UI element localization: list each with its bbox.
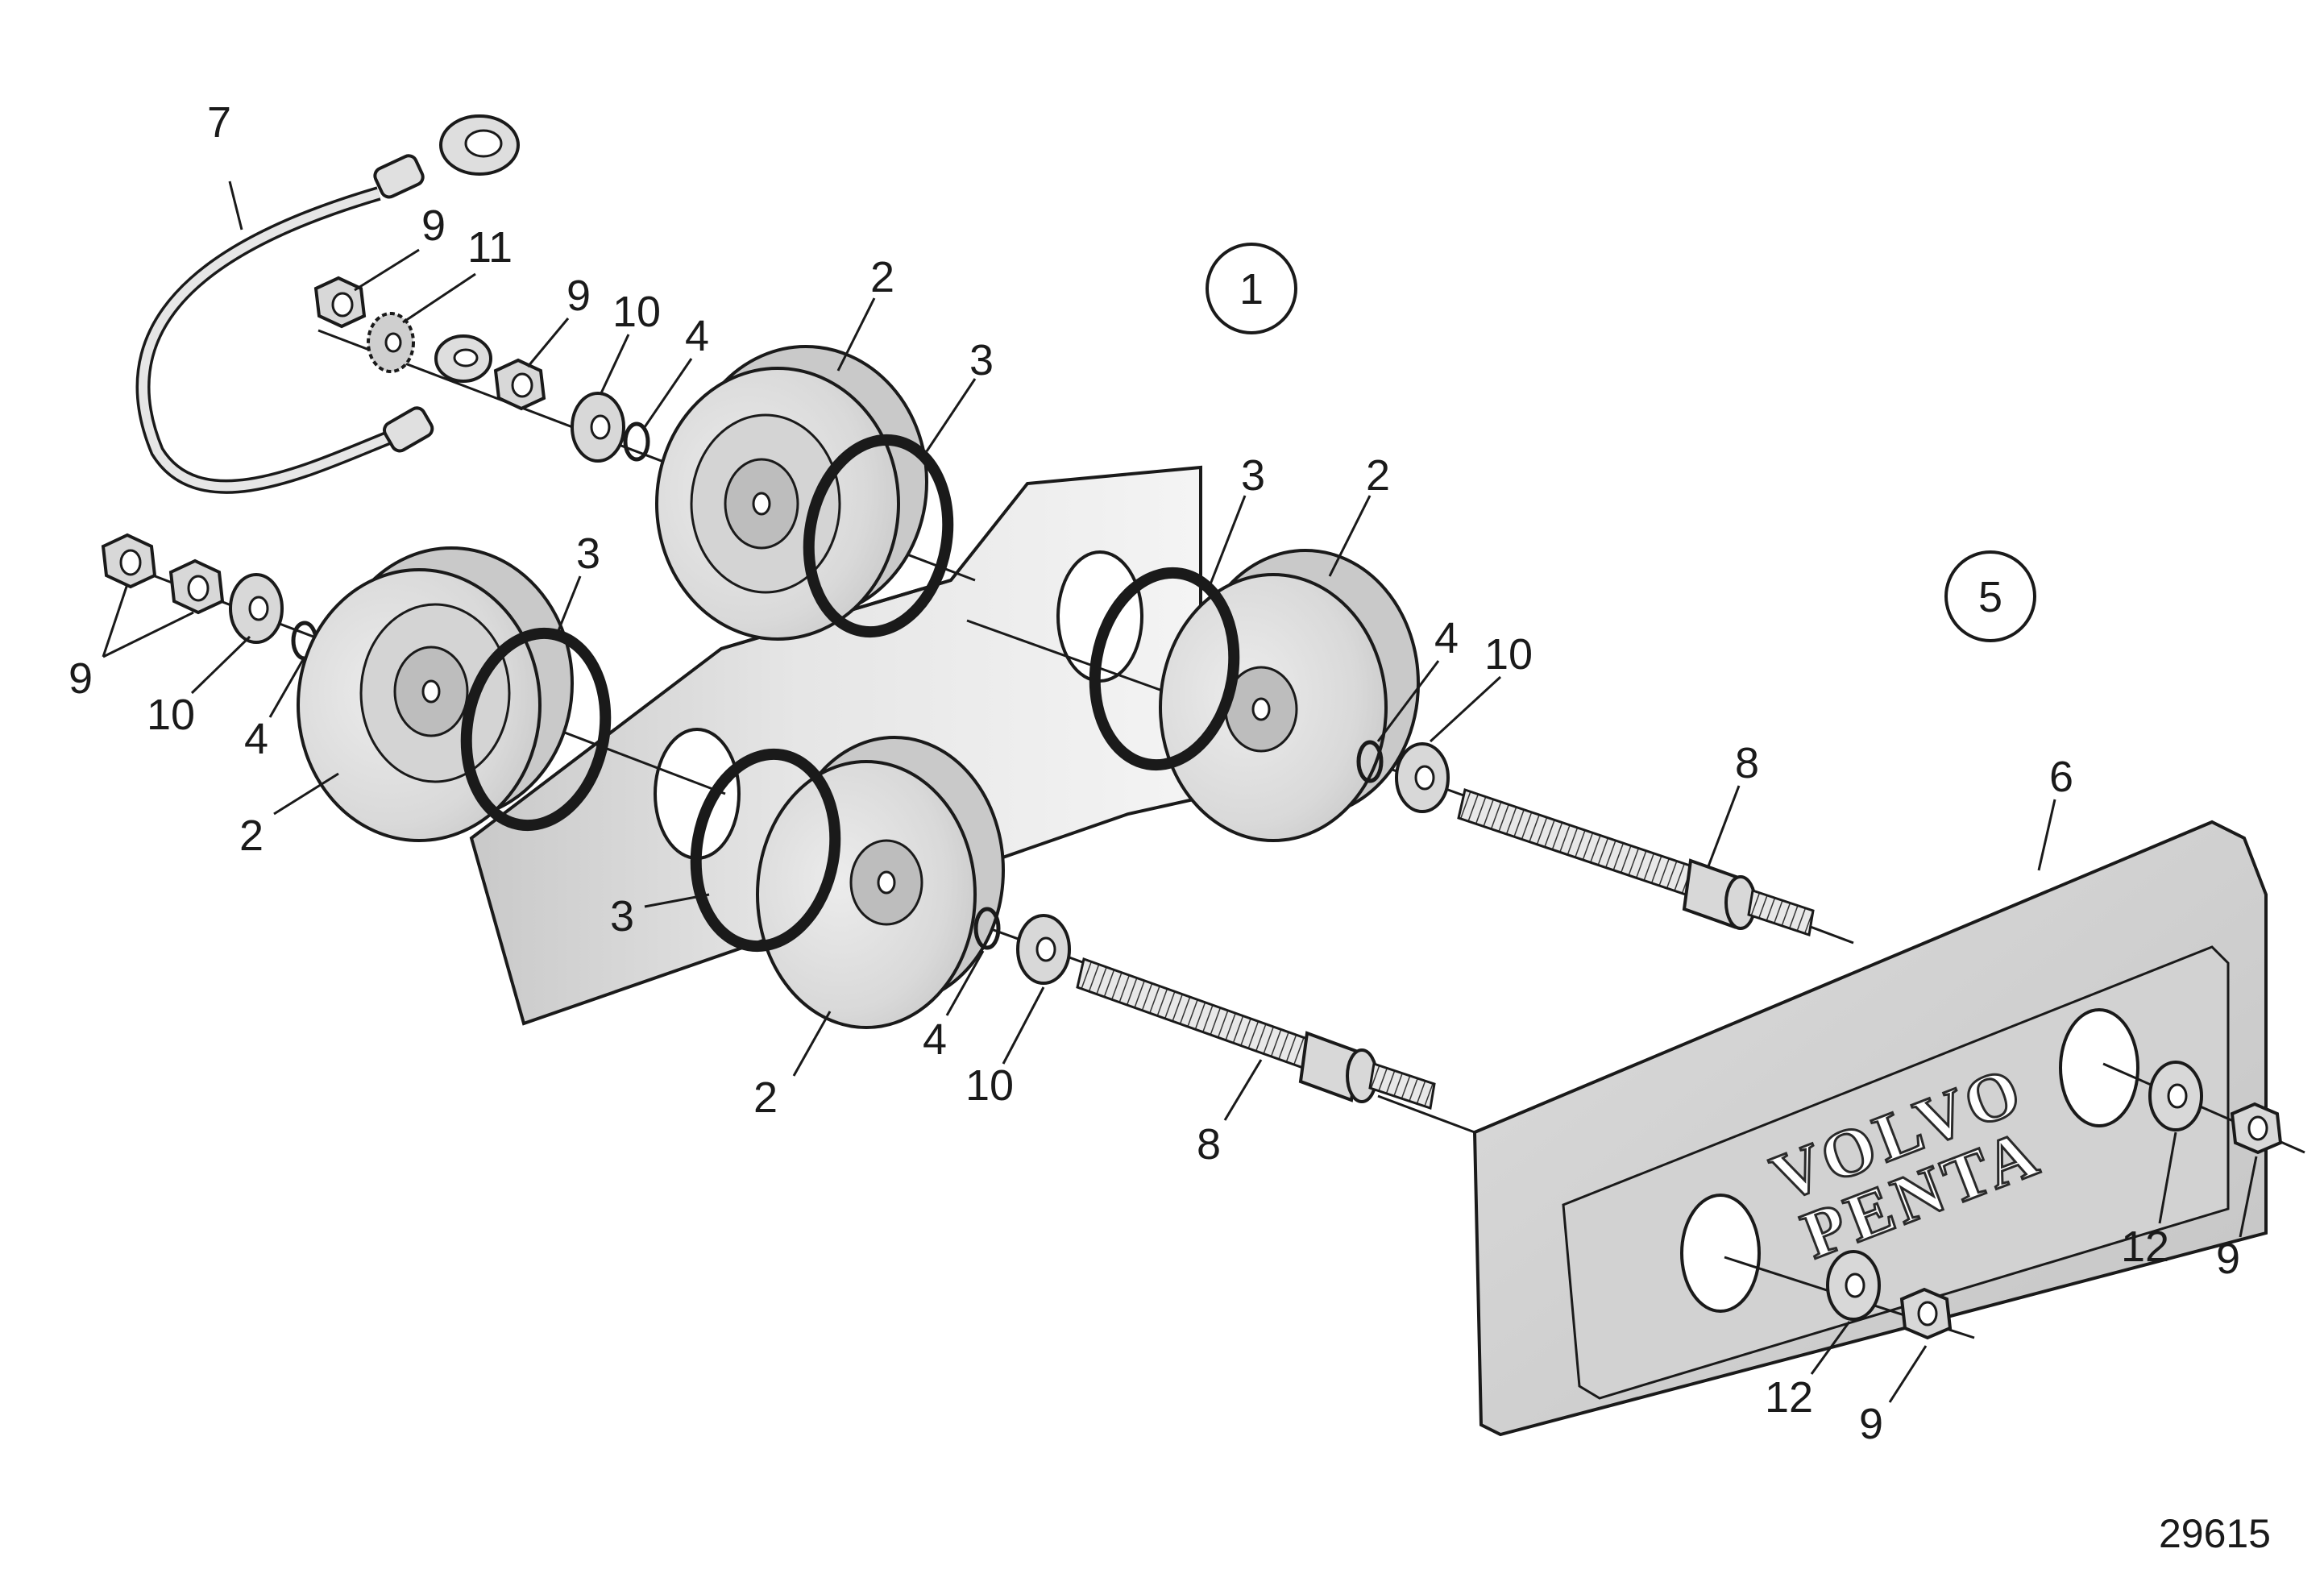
callout-c9a: 9 bbox=[421, 201, 446, 250]
callout-c2a: 2 bbox=[870, 253, 894, 301]
callout-labels: 7 9 11 9 10 4 2 3 3 2 9 10 4 3 2 3 4 10 8 6 4 10 2 8 12 9 12 9 bbox=[68, 98, 2240, 1448]
fastener-stack-left bbox=[101, 533, 318, 661]
callout-c10a: 10 bbox=[612, 288, 661, 336]
callout-c7a: 7 bbox=[207, 98, 231, 147]
marker-1-ring bbox=[1206, 243, 1297, 334]
callout-c4a: 4 bbox=[685, 312, 709, 360]
callout-c3c: 3 bbox=[576, 529, 600, 578]
callout-c12a: 12 bbox=[2121, 1223, 2169, 1271]
callout-c3b: 3 bbox=[1241, 451, 1265, 500]
callout-c11a: 11 bbox=[467, 223, 513, 272]
ground-cable bbox=[135, 114, 520, 494]
o-rings bbox=[460, 434, 1240, 953]
callout-c4b: 4 bbox=[244, 715, 268, 763]
anode-block: VOLVO PENTA bbox=[1472, 820, 2268, 1437]
leader-lines bbox=[102, 181, 2258, 1403]
fastener-stack-top bbox=[313, 276, 650, 463]
callout-c9d: 9 bbox=[2216, 1235, 2240, 1283]
callout-c4c: 4 bbox=[1434, 614, 1459, 662]
callout-c4d: 4 bbox=[923, 1015, 947, 1064]
callout-c2d: 2 bbox=[753, 1073, 778, 1122]
callout-c3a: 3 bbox=[969, 336, 994, 384]
marker-5-ring bbox=[1944, 550, 2036, 642]
marker-5-label: 5 bbox=[1978, 573, 2002, 621]
callout-c2b: 2 bbox=[1366, 451, 1390, 500]
callout-c8a: 8 bbox=[1735, 739, 1759, 787]
drawing-number: 29615 bbox=[2159, 1511, 2271, 1556]
anode-fasteners bbox=[1826, 1061, 2283, 1340]
marker-1-label: 1 bbox=[1239, 265, 1264, 313]
stud-upper bbox=[1457, 788, 1815, 936]
callout-c10b: 10 bbox=[147, 691, 195, 739]
callout-c12b: 12 bbox=[1765, 1373, 1813, 1422]
callout-c10c: 10 bbox=[1484, 630, 1533, 679]
callout-c9e: 9 bbox=[1859, 1400, 1883, 1448]
fastener-stack-bottom bbox=[973, 907, 1071, 985]
fastener-stack-right bbox=[1356, 740, 1450, 813]
callout-c10d: 10 bbox=[965, 1061, 1014, 1110]
callout-c9c: 9 bbox=[68, 654, 93, 703]
callout-c8b: 8 bbox=[1197, 1120, 1221, 1169]
callout-c2c: 2 bbox=[239, 812, 264, 860]
callout-c3d: 3 bbox=[610, 892, 634, 940]
rubber-disc-bottom bbox=[756, 736, 1005, 1029]
rubber-disc-top bbox=[655, 345, 928, 641]
circled-markers: 1 5 bbox=[1206, 243, 2036, 642]
callout-c6a: 6 bbox=[2049, 753, 2073, 801]
callout-c9b: 9 bbox=[566, 272, 591, 320]
stud-lower bbox=[1076, 957, 1436, 1110]
rubber-disc-left bbox=[297, 546, 574, 842]
